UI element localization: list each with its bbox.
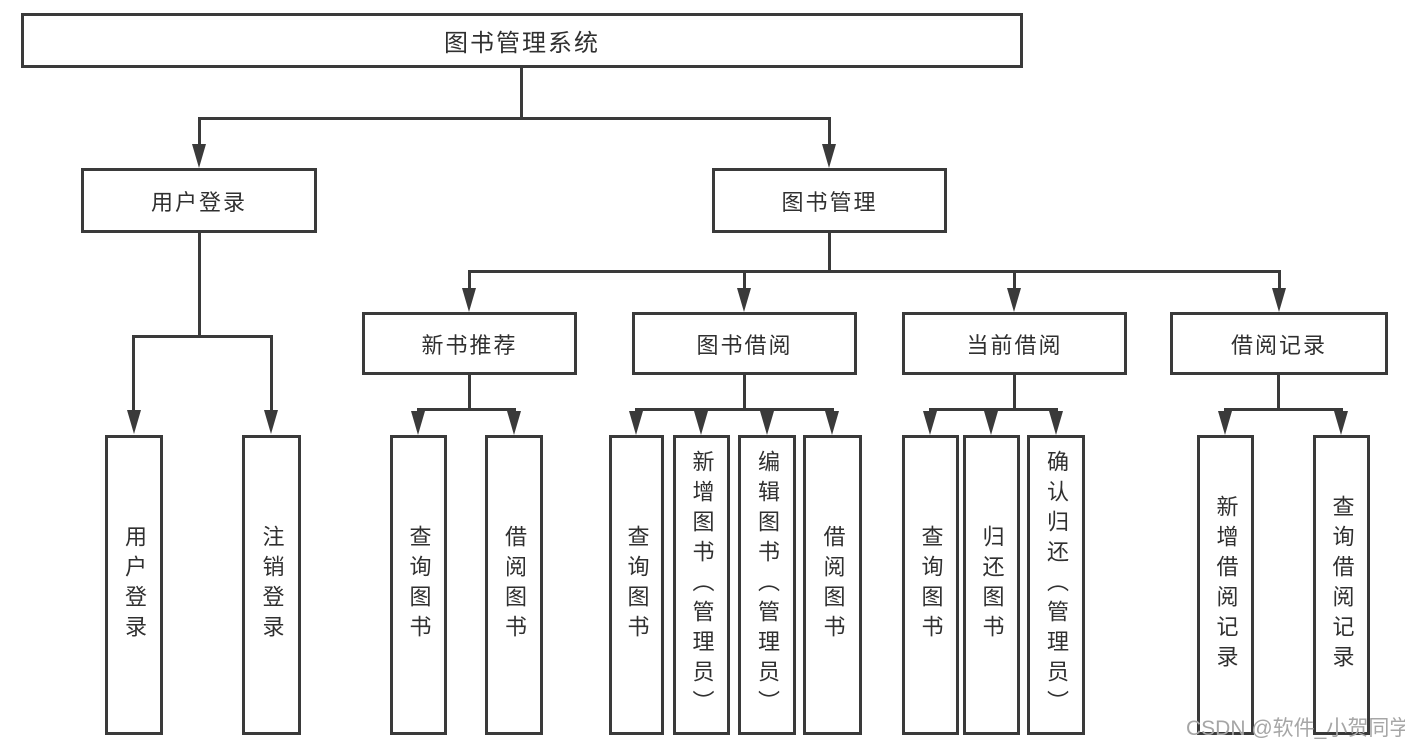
node-borrow-records: 借阅记录	[1170, 312, 1388, 375]
arrow-down-icon	[825, 411, 839, 435]
connector-line	[1277, 373, 1280, 410]
leaf-query-books-current: 查询图书	[902, 435, 959, 735]
node-label: 用户登录	[150, 189, 247, 215]
node-label: 当前借阅	[966, 332, 1063, 358]
connector-line	[417, 408, 516, 411]
leaf-query-borrow-record: 查询借阅记录	[1313, 435, 1370, 735]
arrow-down-icon	[822, 144, 836, 168]
arrow-down-icon	[411, 411, 425, 435]
arrow-down-icon	[1334, 411, 1348, 435]
connector-line	[132, 337, 135, 413]
leaf-label: 借阅图书	[502, 525, 527, 645]
leaf-label: 查询图书	[918, 525, 944, 645]
connector-line	[1013, 373, 1016, 410]
leaf-label: 用户登录	[122, 525, 147, 645]
leaf-borrow-books-2: 借阅图书	[803, 435, 862, 735]
arrow-down-icon	[1218, 411, 1232, 435]
arrow-down-icon	[984, 411, 998, 435]
connector-line	[132, 335, 273, 338]
connector-line	[468, 270, 1281, 273]
node-library-management-system: 图书管理系统	[21, 13, 1023, 68]
leaf-query-books-borrow: 查询图书	[609, 435, 664, 735]
arrow-down-icon	[694, 411, 708, 435]
connector-line	[743, 272, 746, 290]
connector-line	[270, 337, 273, 413]
watermark-text: CSDN @软件_小贺同学	[1186, 717, 1405, 740]
arrow-down-icon	[1049, 411, 1063, 435]
node-current-borrow: 当前借阅	[902, 312, 1127, 375]
leaf-label: 查询图书	[624, 525, 650, 645]
node-label: 借阅记录	[1230, 332, 1327, 358]
node-book-borrow: 图书借阅	[632, 312, 857, 375]
connector-line	[520, 66, 523, 119]
node-book-management: 图书管理	[712, 168, 947, 233]
arrow-down-icon	[264, 410, 278, 434]
leaf-label: 查询图书	[406, 525, 432, 645]
leaf-add-borrow-record: 新增借阅记录	[1197, 435, 1254, 735]
connector-line	[635, 408, 834, 411]
leaf-label: 新增图书（管理员）	[689, 450, 715, 720]
arrow-down-icon	[127, 410, 141, 434]
leaf-confirm-return-admin: 确认归还（管理员）	[1027, 435, 1085, 735]
leaf-label: 归还图书	[979, 525, 1005, 645]
connector-line	[198, 231, 201, 337]
connector-line	[1013, 272, 1016, 290]
arrow-down-icon	[629, 411, 643, 435]
leaf-label: 新增借阅记录	[1213, 495, 1239, 675]
node-new-book-recommend: 新书推荐	[362, 312, 577, 375]
connector-line	[743, 373, 746, 410]
leaf-label: 编辑图书（管理员）	[755, 450, 780, 720]
connector-line	[1278, 272, 1281, 290]
leaf-borrow-books-recommend: 借阅图书	[485, 435, 543, 735]
leaf-label: 查询借阅记录	[1329, 495, 1355, 675]
leaf-user-login: 用户登录	[105, 435, 163, 735]
arrow-down-icon	[1007, 288, 1021, 312]
arrow-down-icon	[192, 144, 206, 168]
node-label: 图书借阅	[696, 332, 793, 358]
arrow-down-icon	[760, 411, 774, 435]
node-label: 图书管理系统	[444, 30, 600, 57]
leaf-logout: 注销登录	[242, 435, 301, 735]
node-user-login: 用户登录	[81, 168, 317, 233]
leaf-return-book: 归还图书	[963, 435, 1020, 735]
node-label: 新书推荐	[421, 332, 518, 358]
connector-line	[929, 408, 1058, 411]
leaf-label: 注销登录	[259, 525, 285, 645]
arrow-down-icon	[462, 288, 476, 312]
arrow-down-icon	[737, 288, 751, 312]
connector-line	[198, 117, 831, 120]
leaf-label: 确认归还（管理员）	[1044, 450, 1069, 720]
arrow-down-icon	[1272, 288, 1286, 312]
connector-line	[198, 119, 201, 146]
arrow-down-icon	[507, 411, 521, 435]
leaf-edit-book-admin: 编辑图书（管理员）	[738, 435, 796, 735]
leaf-label: 借阅图书	[820, 525, 846, 645]
arrow-down-icon	[923, 411, 937, 435]
connector-line	[828, 231, 831, 272]
connector-line	[1224, 408, 1343, 411]
connector-line	[468, 373, 471, 410]
leaf-add-book-admin: 新增图书（管理员）	[673, 435, 730, 735]
leaf-query-books-recommend: 查询图书	[390, 435, 447, 735]
connector-line	[828, 119, 831, 146]
connector-line	[468, 272, 471, 290]
node-label: 图书管理	[781, 189, 878, 215]
